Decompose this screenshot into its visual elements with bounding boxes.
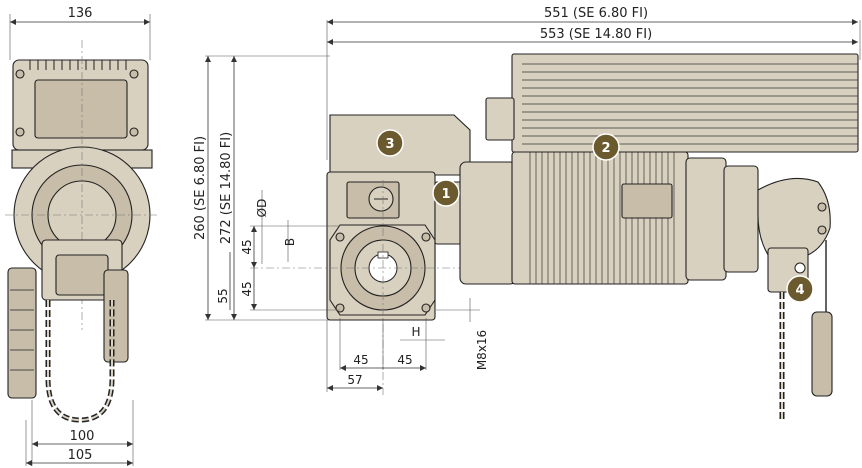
front-pull-handle-right — [103, 269, 129, 363]
svg-text:4: 4 — [795, 283, 804, 298]
side-pull-handle — [811, 311, 833, 397]
svg-text:3: 3 — [385, 137, 394, 152]
dim-keyway-b: B — [283, 238, 297, 246]
dim-h57: 57 — [347, 373, 362, 387]
chain-wheel-housing — [757, 177, 831, 259]
dim-length-551: 551 (SE 6.80 FI) — [544, 6, 648, 21]
dim-h45-left: 45 — [353, 353, 368, 367]
dim-v45-bottom: 45 — [240, 281, 254, 296]
dim-length-553: 553 (SE 14.80 FI) — [540, 27, 652, 42]
front-pull-handle-left — [7, 267, 37, 399]
dim-v55: 55 — [216, 288, 230, 303]
dim-height-260: 260 (SE 6.80 FI) — [193, 136, 208, 240]
dim-height-272: 272 (SE 14.80 FI) — [219, 132, 234, 244]
dim-diameter: ØD — [255, 199, 269, 218]
dim-front-105: 105 — [68, 448, 93, 463]
dim-h: H — [411, 325, 420, 339]
svg-text:1: 1 — [441, 187, 450, 202]
badge-1: 1 — [432, 179, 460, 207]
badge-2: 2 — [592, 133, 620, 161]
front-view: 136 — [5, 6, 160, 466]
dim-front-100: 100 — [70, 429, 95, 444]
dim-thread: M8x16 — [475, 330, 489, 370]
motor-nameplate — [621, 183, 673, 219]
control-unit-housing — [511, 53, 859, 153]
badge-4: 4 — [786, 275, 814, 303]
side-view: 551 (SE 6.80 FI) 553 (SE 14.80 FI) 260 (… — [193, 6, 861, 420]
svg-text:2: 2 — [601, 141, 610, 156]
dim-front-136: 136 — [68, 6, 93, 21]
dim-v45-top: 45 — [240, 239, 254, 254]
dim-h45-right: 45 — [397, 353, 412, 367]
badge-3: 3 — [376, 129, 404, 157]
front-hand-chain — [45, 300, 115, 423]
